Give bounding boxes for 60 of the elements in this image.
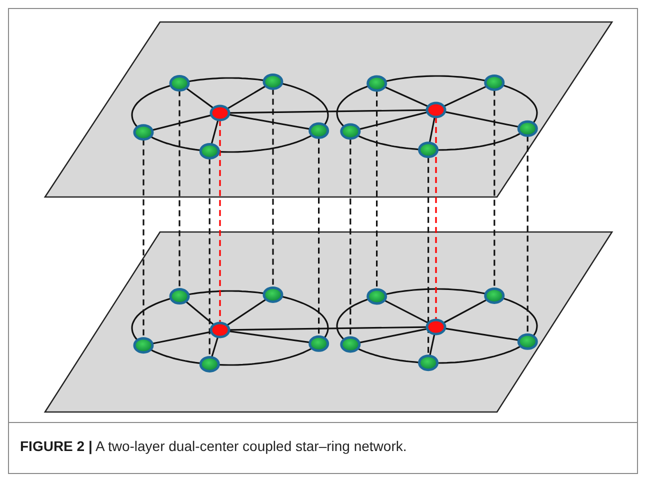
network-link — [443, 299, 488, 324]
ring-link — [188, 77, 264, 82]
network-link — [210, 336, 219, 358]
ring-link — [384, 288, 486, 296]
network-link — [228, 326, 428, 331]
hub-node — [210, 104, 230, 122]
ring-node — [199, 142, 220, 160]
ring-node — [133, 337, 154, 354]
network-link — [443, 86, 487, 108]
network-link — [384, 86, 429, 108]
ring-node — [484, 74, 505, 91]
ring-node — [340, 336, 361, 353]
ring-node — [169, 288, 190, 305]
network-link — [228, 330, 310, 344]
ring-node — [517, 333, 538, 350]
dashed-link — [428, 156, 430, 356]
ring-node — [133, 124, 154, 141]
network-link — [358, 111, 428, 130]
dashed-link — [376, 90, 378, 290]
dashed-link — [178, 90, 180, 290]
network-link — [226, 298, 267, 326]
hub-node — [426, 102, 446, 118]
dashed-link — [142, 139, 144, 338]
ring-node — [340, 123, 361, 140]
network-link — [186, 87, 214, 109]
dashed-link — [435, 117, 437, 320]
ring-link — [384, 75, 486, 82]
network-link — [444, 328, 519, 341]
ring-link — [188, 290, 264, 296]
network-link — [428, 116, 436, 144]
network-link — [358, 328, 428, 344]
ring-node — [169, 75, 190, 92]
ring-node — [366, 75, 388, 92]
network-link — [384, 300, 429, 324]
figure-caption: FIGURE 2 | A two-layer dual-center coupled star–ring network. — [20, 438, 407, 454]
ring-node — [418, 354, 439, 372]
ring-node — [262, 74, 284, 90]
ring-link — [336, 85, 370, 129]
hub-node — [426, 318, 446, 336]
network-link — [228, 109, 428, 114]
ring-node — [262, 286, 284, 303]
network-link — [429, 334, 436, 356]
ring-node — [308, 122, 330, 139]
hub-node — [210, 322, 230, 338]
network-link — [210, 120, 219, 144]
network-link — [152, 331, 212, 344]
ring-node — [484, 287, 505, 304]
network-link — [185, 300, 214, 326]
dashed-link — [350, 138, 352, 338]
network-link — [152, 114, 212, 131]
ring-node — [308, 335, 330, 352]
dashed-link — [219, 120, 221, 323]
network-link — [444, 111, 520, 128]
ring-node — [199, 356, 220, 372]
network-link — [228, 114, 310, 130]
ring-node — [418, 142, 439, 158]
ring-link — [336, 298, 370, 342]
ring-node — [517, 120, 538, 137]
network-link — [226, 85, 266, 110]
ring-node — [366, 288, 388, 305]
